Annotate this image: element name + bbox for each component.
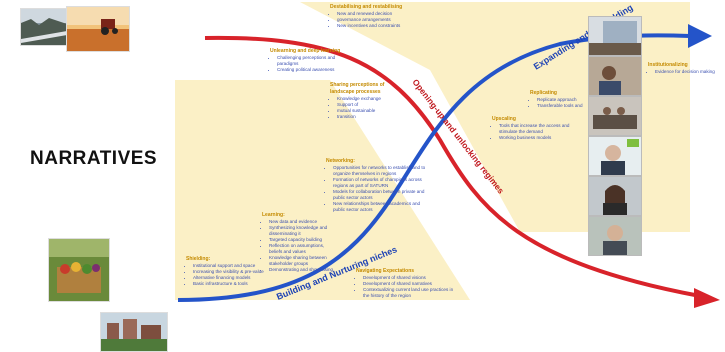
video-tile-2 — [588, 56, 642, 96]
red-arrowhead — [694, 288, 720, 308]
list-item: Formation of networks of champions acros… — [333, 177, 426, 189]
list-item: New data and evidence — [269, 219, 334, 225]
networking-title: Networking: — [326, 158, 355, 164]
list-item: Development of shared visions — [363, 275, 456, 281]
list-item: Institutional support and space — [193, 263, 266, 269]
list-item: Increasing the visibility & pre-value — [193, 269, 266, 275]
list-item: New relationships between academics and … — [333, 201, 426, 213]
upscaling-title: Upscaling — [492, 116, 516, 122]
institutionalizing-block: Institutionalizing Evidence for decision… — [648, 62, 720, 75]
shielding-block: Shielding: Institutional support and spa… — [186, 256, 266, 287]
list-item: New and renewed decision — [337, 11, 426, 17]
list-item: Models for collaboration between private… — [333, 189, 426, 201]
list-item: Support of — [337, 102, 396, 108]
list-item: Creating political awareness — [277, 67, 350, 73]
list-item: transition — [337, 114, 396, 120]
list-item: governance arrangements — [337, 17, 426, 23]
list-item: Contextualizing current land use practic… — [363, 287, 456, 299]
bottom-left-panel — [175, 80, 470, 300]
sharing-block: Sharing perceptions of landscape process… — [330, 82, 396, 120]
destabilising-title: Destabilising and restabilising — [330, 4, 403, 10]
list-item: Demonstrating and showcasing — [269, 267, 334, 273]
list-item: Synthesizing knowledge and disseminating… — [269, 225, 334, 237]
video-tile-4 — [588, 136, 642, 176]
unlearning-block: Unlearning and deep learning Challenging… — [270, 48, 350, 73]
list-item: Replicate approach — [537, 97, 588, 103]
red-regime-curve — [204, 35, 701, 298]
list-item: mutual sustainable — [337, 108, 396, 114]
vegetables-photo — [48, 238, 110, 302]
list-item: Opportunities for networks to establish … — [333, 165, 426, 177]
list-item: Working business models — [499, 135, 586, 141]
networking-block: Networking: Opportunities for networks t… — [326, 158, 426, 213]
video-tile-5 — [588, 176, 642, 216]
list-item: Knowledge sharing between stakeholder gr… — [269, 255, 334, 267]
destabilising-block: Destabilising and restabilising New and … — [330, 4, 426, 29]
list-item: Evidence for decision making — [655, 69, 720, 75]
list-item: Basic infrastructure & tools — [193, 281, 266, 287]
navigating-block: Navigating Expectations Development of s… — [356, 268, 456, 299]
video-tile-1 — [588, 16, 642, 56]
list-item: New incentives and constraints — [337, 23, 426, 29]
list-item: Alternative financing models — [193, 275, 266, 281]
replicating-block: Replicating Replicate approach Transfera… — [530, 90, 588, 109]
list-item: Development of shared narratives — [363, 281, 456, 287]
list-item: Challenging perceptions and paradigms — [277, 55, 350, 67]
blue-arrowhead — [688, 24, 712, 48]
list-item: Tools that increase the access and stimu… — [499, 123, 586, 135]
list-item: Targeted capacity building — [269, 237, 334, 243]
sharing-title: Sharing perceptions of landscape process… — [330, 82, 385, 95]
upscaling-block: Upscaling Tools that increase the access… — [492, 116, 586, 141]
navigating-title: Navigating Expectations — [356, 268, 415, 274]
shielding-title: Shielding: — [186, 256, 211, 262]
list-item: Reflection on assumptions, beliefs and v… — [269, 243, 334, 255]
narratives-heading: NARRATIVES — [30, 148, 158, 169]
replicating-title: Replicating — [530, 90, 557, 96]
video-tile-6 — [588, 216, 642, 256]
unlearning-title: Unlearning and deep learning — [270, 48, 341, 54]
tractor-field-photo — [66, 6, 130, 52]
institutionalizing-title: Institutionalizing — [648, 62, 688, 68]
learning-title: Learning: — [262, 212, 285, 218]
list-item: Knowledge exchange — [337, 96, 396, 102]
list-item: Transferable tools and — [537, 103, 588, 109]
forest-photo — [20, 8, 68, 46]
learning-block: Learning: New data and evidence Synthesi… — [262, 212, 334, 273]
video-tile-3 — [588, 96, 642, 136]
